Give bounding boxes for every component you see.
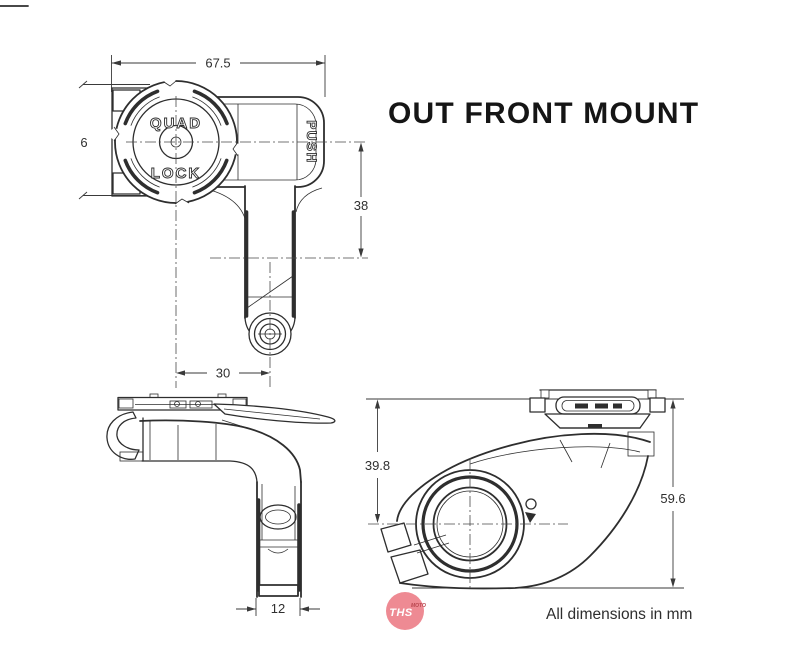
- profile-body: [396, 431, 655, 590]
- watermark-badge: THS MOTO: [386, 592, 426, 630]
- rim-notch: [164, 75, 176, 87]
- side-view-drawing: 12: [106, 393, 336, 616]
- clamp-lugs: [380, 522, 450, 584]
- dim-drop: 39.8: [365, 399, 390, 523]
- watermark-circle: [386, 592, 424, 630]
- dim-offset: 30: [176, 366, 270, 381]
- dim-height-label: 38: [354, 198, 368, 213]
- logo-lock: LOCK: [151, 165, 202, 182]
- dim-left-label: 6: [80, 135, 87, 150]
- release-lever: [213, 403, 336, 424]
- dim-drop-label: 39.8: [365, 458, 390, 473]
- dim-total-height: 59.6: [660, 399, 686, 588]
- dim-width: 67.5: [111, 55, 326, 97]
- front-centerlines: [126, 96, 368, 390]
- profile-centerlines: [368, 458, 568, 588]
- profile-view-drawing: 39.8 59.6: [365, 389, 686, 590]
- units-note: All dimensions in mm: [546, 606, 693, 623]
- side-body: [119, 417, 302, 483]
- front-view-drawing: 67.5 6: [78, 55, 368, 390]
- page-title: OUT FRONT MOUNT: [388, 97, 700, 130]
- watermark-primary-text: THS: [389, 607, 413, 619]
- dim-total-height-label: 59.6: [660, 491, 685, 506]
- dim-arm-width-label: 12: [271, 601, 285, 616]
- side-arm: [256, 481, 302, 598]
- hook-arm: [106, 411, 140, 460]
- logo-quad: QUAD: [150, 115, 202, 132]
- mount-arm: [201, 183, 323, 356]
- dim-height: 38: [354, 142, 368, 258]
- profile-head: [529, 389, 666, 429]
- dim-arm-width: 12: [236, 598, 320, 616]
- dim-offset-label: 30: [216, 366, 230, 381]
- dim-width-label: 67.5: [205, 56, 230, 71]
- watermark-secondary-text: MOTO: [411, 603, 426, 609]
